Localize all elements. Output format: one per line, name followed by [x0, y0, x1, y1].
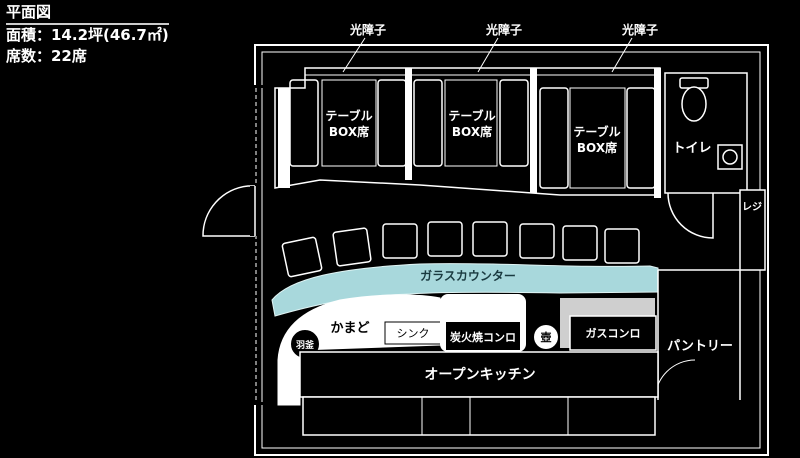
- hagama-label: 羽釜: [296, 339, 315, 351]
- screen-label-2: 光障子: [485, 22, 522, 37]
- pot: [534, 325, 558, 349]
- entrance-gap: [250, 85, 264, 405]
- screen-label-1: 光障子: [349, 22, 386, 37]
- open-kitchen-label: オープンキッチン: [424, 367, 535, 383]
- kamado-label: かまど: [330, 321, 369, 336]
- floor-area: 面積：14.2坪(46.7㎡): [6, 26, 169, 44]
- booth-outline: [274, 67, 661, 196]
- gas-stove-label: ガスコンロ: [586, 326, 641, 340]
- booth-2-label: テーブル: [448, 108, 495, 123]
- booth-3: [539, 68, 661, 198]
- toilet-room: [664, 72, 748, 239]
- seat-count: 席数：22席: [6, 47, 87, 65]
- booth-2-sublabel: BOX席: [452, 124, 492, 139]
- booth-2: [413, 68, 537, 193]
- register-label: レジ: [742, 201, 762, 213]
- leader-line: [611, 37, 633, 73]
- entrance-door: [202, 185, 255, 237]
- pot-label: 壺: [541, 330, 552, 344]
- toilet-label: トイレ: [672, 141, 711, 156]
- leader-line: [477, 37, 499, 73]
- pantry-label: パントリー: [667, 339, 733, 354]
- register-area: [739, 189, 766, 271]
- glass-counter-label: ガラスカウンター: [420, 268, 516, 283]
- leader-line: [342, 37, 366, 73]
- kitchen-cabinets: [302, 396, 656, 436]
- counter-stools: [281, 221, 640, 278]
- pantry-door: [654, 359, 696, 401]
- plan-title: 平面図: [6, 2, 170, 25]
- charcoal-grill-label: 炭火焼コンロ: [450, 330, 516, 344]
- sink-label: シンク: [397, 327, 430, 340]
- plan-info: 平面図 面積：14.2坪(46.7㎡) 席数：22席: [6, 2, 170, 67]
- booth-1-sublabel: BOX席: [329, 124, 369, 139]
- charcoal-grill: [446, 322, 520, 350]
- open-kitchen-counter: [299, 351, 659, 398]
- booth-side-panel: [278, 88, 290, 188]
- booth-1: [289, 68, 412, 180]
- booth-1-label: テーブル: [325, 108, 372, 123]
- booth-3-label: テーブル: [573, 124, 620, 139]
- screen-label-3: 光障子: [621, 22, 658, 37]
- gas-stove: [569, 315, 657, 351]
- booth-3-sublabel: BOX席: [577, 140, 617, 155]
